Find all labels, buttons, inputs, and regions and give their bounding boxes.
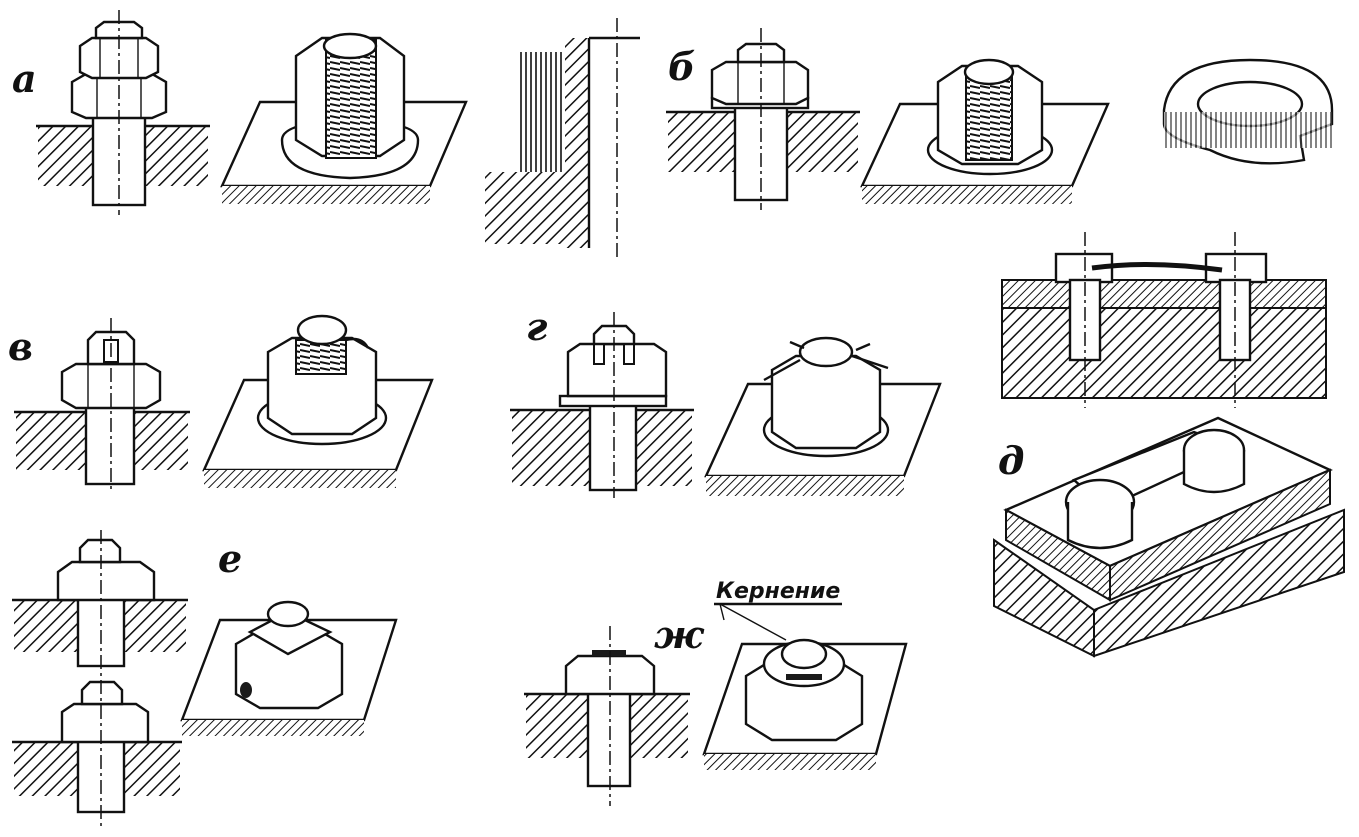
label-v: в — [8, 324, 33, 369]
label-d: д — [998, 438, 1024, 483]
variant-d-wire-section — [1001, 232, 1327, 408]
variant-e-section — [12, 530, 398, 826]
label-g: г — [526, 304, 547, 349]
variant-zh-section — [524, 603, 908, 806]
callout-kernenie: Кернение — [716, 579, 840, 604]
label-zh: ж — [654, 612, 705, 657]
variant-v-section — [14, 314, 434, 492]
variant-a-section — [36, 10, 640, 258]
label-e: е — [218, 536, 242, 581]
label-a: а — [12, 56, 37, 101]
variant-b-section — [666, 28, 1334, 210]
variant-d-tab-section — [993, 416, 1345, 658]
variant-g-section — [510, 312, 942, 498]
label-b: б — [668, 44, 695, 89]
